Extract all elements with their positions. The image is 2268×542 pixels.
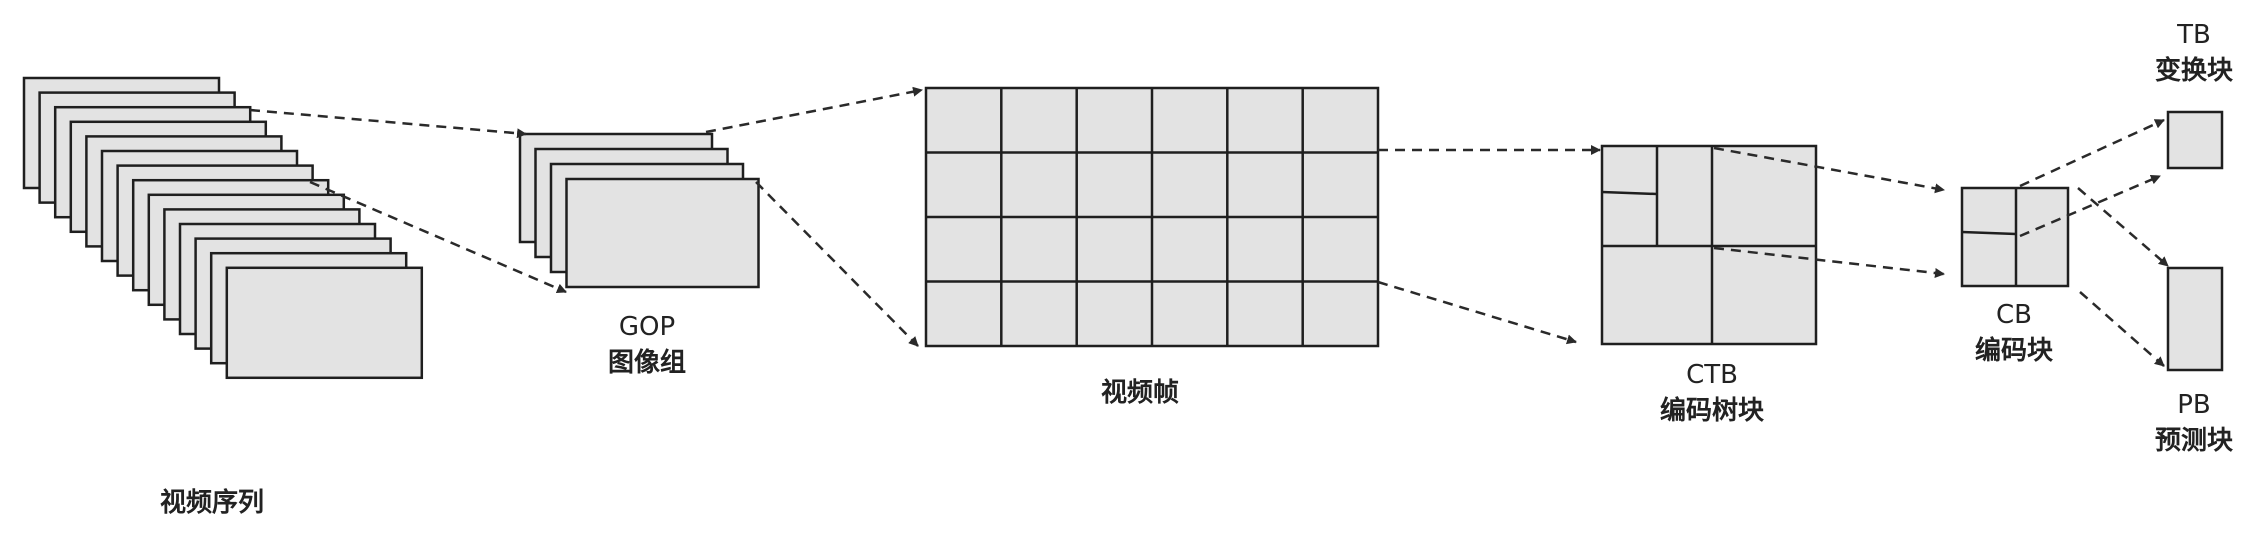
connector-arrows [249,86,2169,367]
tb-block [2166,110,2224,170]
arrow-cb-to-tb-bottom [2019,174,2161,238]
arrow-gop-to-frame-bottom [755,181,919,347]
ctb-block [1600,144,1818,346]
label-pb-en: PB [2177,390,2211,420]
label-video-frame: 视频帧 [1100,378,1180,408]
video-frame-grid [924,86,1380,348]
arrow-frame-to-ctb-bottom [1377,280,1577,345]
arrow-ctb-to-cb-bottom [1713,246,1945,278]
label-cb-en: CB [1996,300,2032,330]
arrow-cb-to-pb-top [2077,187,2169,267]
ctb-subsplit-horizontal [1601,190,1658,196]
arrow-cb-to-tb-top [2019,118,2165,188]
label-gop-cn: 图像组 [607,348,687,378]
arrow-cb-to-pb-bottom [2079,291,2165,367]
video-sequence-stack [22,76,424,380]
label-gop-en: GOP [618,312,676,342]
label-pb-cn: 预测块 [2154,426,2234,456]
label-tb-en: TB [2177,20,2211,50]
label-ctb-en: CTB [1686,360,1738,390]
label-tb-cn: 变换块 [2154,56,2234,86]
label-cb-cn: 编码块 [1974,336,2054,366]
cb-split-horizontal [1961,230,2017,236]
label-ctb-cn: 编码树块 [1659,396,1765,426]
sequence-frame [225,266,424,380]
gop-frame [565,177,760,289]
arrow-sequence-to-gop-bottom [309,180,567,294]
cb-block [1960,186,2070,288]
label-video-sequence: 视频序列 [159,488,265,518]
arrow-ctb-to-cb-top [1713,146,1945,194]
gop-stack [518,132,760,289]
arrow-gop-to-frame-top [705,86,923,134]
pb-block [2166,266,2224,372]
arrow-sequence-to-gop-top [249,108,527,139]
